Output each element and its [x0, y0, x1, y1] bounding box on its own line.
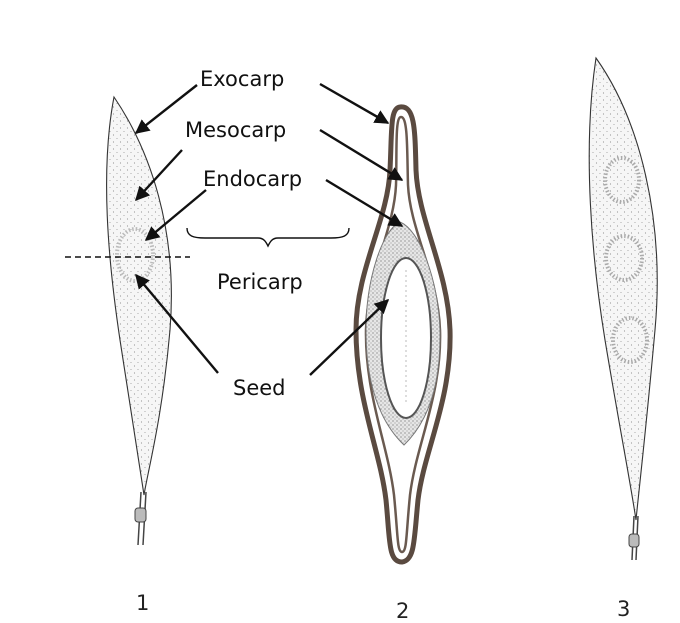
fruit-1-stalk-knot [135, 508, 146, 522]
fruit-3-stalk-knot [629, 534, 639, 547]
fruit-2-section [356, 107, 450, 562]
fruit-3-illustration [589, 58, 657, 560]
exocarp-arrow-fig2 [320, 84, 388, 123]
figure-number-3: 3 [617, 597, 630, 621]
pericarp-brace [187, 228, 349, 246]
fruit-1-body [107, 97, 172, 495]
label-seed: Seed [233, 376, 286, 400]
figure-number-1: 1 [136, 591, 149, 615]
fruit-1-illustration [65, 97, 190, 545]
label-endocarp: Endocarp [203, 167, 302, 191]
figure-number-2: 2 [396, 599, 409, 623]
fruit-3-body [589, 58, 657, 520]
label-mesocarp: Mesocarp [185, 118, 286, 142]
label-pericarp: Pericarp [217, 270, 303, 294]
label-exocarp: Exocarp [200, 67, 284, 91]
